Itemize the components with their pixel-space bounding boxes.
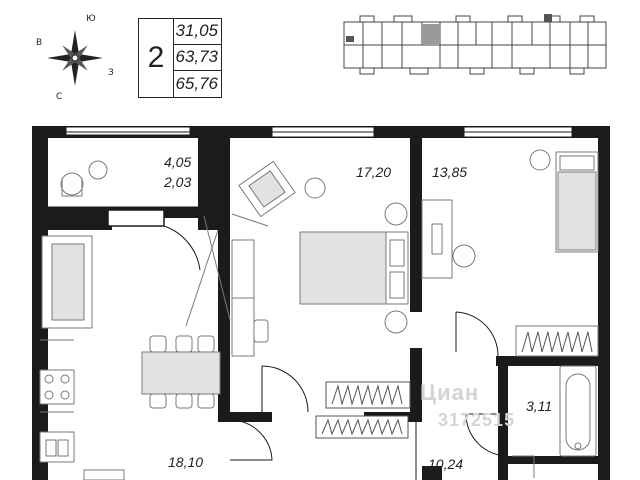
door-swing-living <box>261 365 309 413</box>
wall-living-left <box>218 136 230 416</box>
compass-label-south: С <box>56 92 63 102</box>
area-column: 31,05 63,73 65,76 <box>173 19 222 97</box>
dining-table <box>141 351 221 395</box>
balcony-door-frame <box>107 209 165 227</box>
watermark-phone: 3172515 <box>438 410 516 430</box>
label-bathroom-area: 3,11 <box>526 398 553 414</box>
door-swing-bathroom <box>465 413 509 457</box>
compass-needle-east <box>75 54 103 62</box>
label-hallway-area: 10,24 <box>428 456 464 472</box>
wall-bathroom-left <box>498 362 508 480</box>
door-swing-bedroom <box>455 311 499 357</box>
compass-label-west: В <box>36 38 43 48</box>
label-kitchen-area: 18,10 <box>168 454 204 470</box>
radiator-living <box>315 381 411 439</box>
bedroom-furniture <box>421 149 599 357</box>
wall-living-bottom <box>218 412 272 422</box>
living-room-furniture <box>185 160 409 357</box>
wall-bedroom-left <box>410 136 422 312</box>
balcony-furniture <box>60 160 108 197</box>
balcony-wall <box>44 134 220 210</box>
label-living-room-area: 17,20 <box>356 164 392 180</box>
apartment-summary: 2 31,05 63,73 65,76 <box>138 18 222 98</box>
bathroom-fixtures <box>512 365 597 478</box>
watermark-brand: Циан <box>420 380 480 405</box>
kitchen-furniture <box>39 235 221 480</box>
total-area: 63,73 <box>174 45 222 71</box>
rooms-count: 2 <box>147 41 165 74</box>
compass-label-east: З <box>108 68 114 78</box>
stove <box>39 369 75 405</box>
balcony-inner-wall <box>32 208 112 230</box>
label-balcony-area-reduced: 2,03 <box>164 174 192 190</box>
sink <box>39 431 75 463</box>
label-bedroom-area: 13,85 <box>432 164 468 180</box>
wall-right <box>598 126 610 480</box>
living-area: 31,05 <box>174 19 222 45</box>
compass-needle-north <box>71 30 79 58</box>
compass-label-north: Ю <box>86 14 96 24</box>
label-balcony-area: 4,05 <box>164 154 192 170</box>
compass-needle-west <box>47 54 75 62</box>
double-bed <box>299 231 395 305</box>
wall-bedroom-bottom <box>496 356 608 366</box>
compass-needle-south <box>71 58 79 86</box>
total-area-with-balcony: 65,76 <box>175 73 218 93</box>
